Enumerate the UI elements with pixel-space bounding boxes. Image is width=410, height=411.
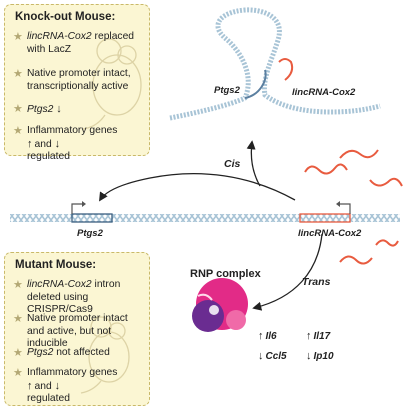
dna-strand [10,201,400,223]
mutant-item-intron: ★ lincRNA-Cox2 intron deleted using CRIS… [13,279,121,315]
knockout-panel-title: Knock-out Mouse: [15,11,116,23]
arrow-down-icon: ↓ [54,137,61,150]
ptgs2-locus [71,213,113,223]
knockout-item-ptgs2: ★ Ptgs2 ↓ [13,103,62,115]
chromatin-loop [169,7,381,121]
arrow-down-icon: ↓ [258,350,264,362]
il6-effect: ↑Il6 [258,330,277,342]
mutant-mouse-panel: Mutant Mouse: ★ lincRNA-Cox2 intron dele… [4,252,150,406]
ccl5-effect: ↓Ccl5 [258,350,287,362]
loop-arrow [246,140,261,187]
rna-strand [339,255,373,265]
arrow-up-icon: ↑ [27,379,33,392]
trans-arrow [252,233,323,311]
star-bullet-icon: ★ [13,68,23,80]
ip10-effect: ↓Ip10 [306,350,334,362]
lincrna-transcripts [304,149,403,265]
rna-strand [375,239,399,247]
arrow-down-icon: ↓ [306,350,312,362]
mouse-silhouette-icon [82,38,142,130]
star-bullet-icon: ★ [13,313,23,325]
lincrna-locus [299,213,351,223]
arrow-up-icon: ↑ [27,137,33,150]
arrow-down-icon: ↓ [54,379,61,392]
mutant-item-ptgs2: ★ Ptgs2 not affected [13,347,110,359]
star-bullet-icon: ★ [13,31,23,43]
star-bullet-icon: ★ [13,347,23,359]
cis-arrow [99,172,296,202]
knockout-item-replaced: ★ lincRNA-Cox2 replaced with LacZ [13,31,135,55]
lincrna-promoter-arrow [340,203,351,214]
star-bullet-icon: ★ [13,103,23,115]
star-bullet-icon: ★ [13,367,23,379]
arrow-up-icon: ↑ [258,330,264,342]
il17-effect: ↑Il17 [306,330,331,342]
rna-strand [304,163,348,175]
star-bullet-icon: ★ [13,125,23,137]
rna-strand [339,149,379,159]
ptgs2-loop-label: Ptgs2 [214,85,240,96]
rnp-complex-icon [192,278,248,332]
star-bullet-icon: ★ [13,279,23,291]
rna-strand [369,177,403,187]
knockout-item-inflammatory: ★ Inflammatory genes ↑and ↓regulated [13,125,118,162]
lincrna-loop-label: lincRNA-Cox2 [292,87,356,98]
rnp-complex-title: RNP complex [190,268,261,280]
ptgs2-gene-label: Ptgs2 [77,228,103,239]
ptgs2-promoter-arrow [71,203,82,214]
lincrna-gene-label: lincRNA-Cox2 [298,228,362,239]
cis-label: Cis [224,158,241,170]
trans-label: Trans [302,276,331,288]
mutant-item-promoter: ★ Native promoter intact and active, but… [13,313,128,349]
arrow-up-icon: ↑ [306,330,312,342]
knockout-item-promoter: ★ Native promoter intact, transcriptiona… [13,68,131,92]
mouse-silhouette-icon [80,316,130,394]
mutant-panel-title: Mutant Mouse: [15,259,97,271]
dna-helix [10,214,400,222]
mutant-item-inflammatory: ★ Inflammatory genes ↑and ↓regulated [13,367,118,404]
knockout-mouse-panel: Knock-out Mouse: ★ lincRNA-Cox2 replaced… [4,4,150,162]
arrow-down-icon: ↓ [56,103,62,115]
